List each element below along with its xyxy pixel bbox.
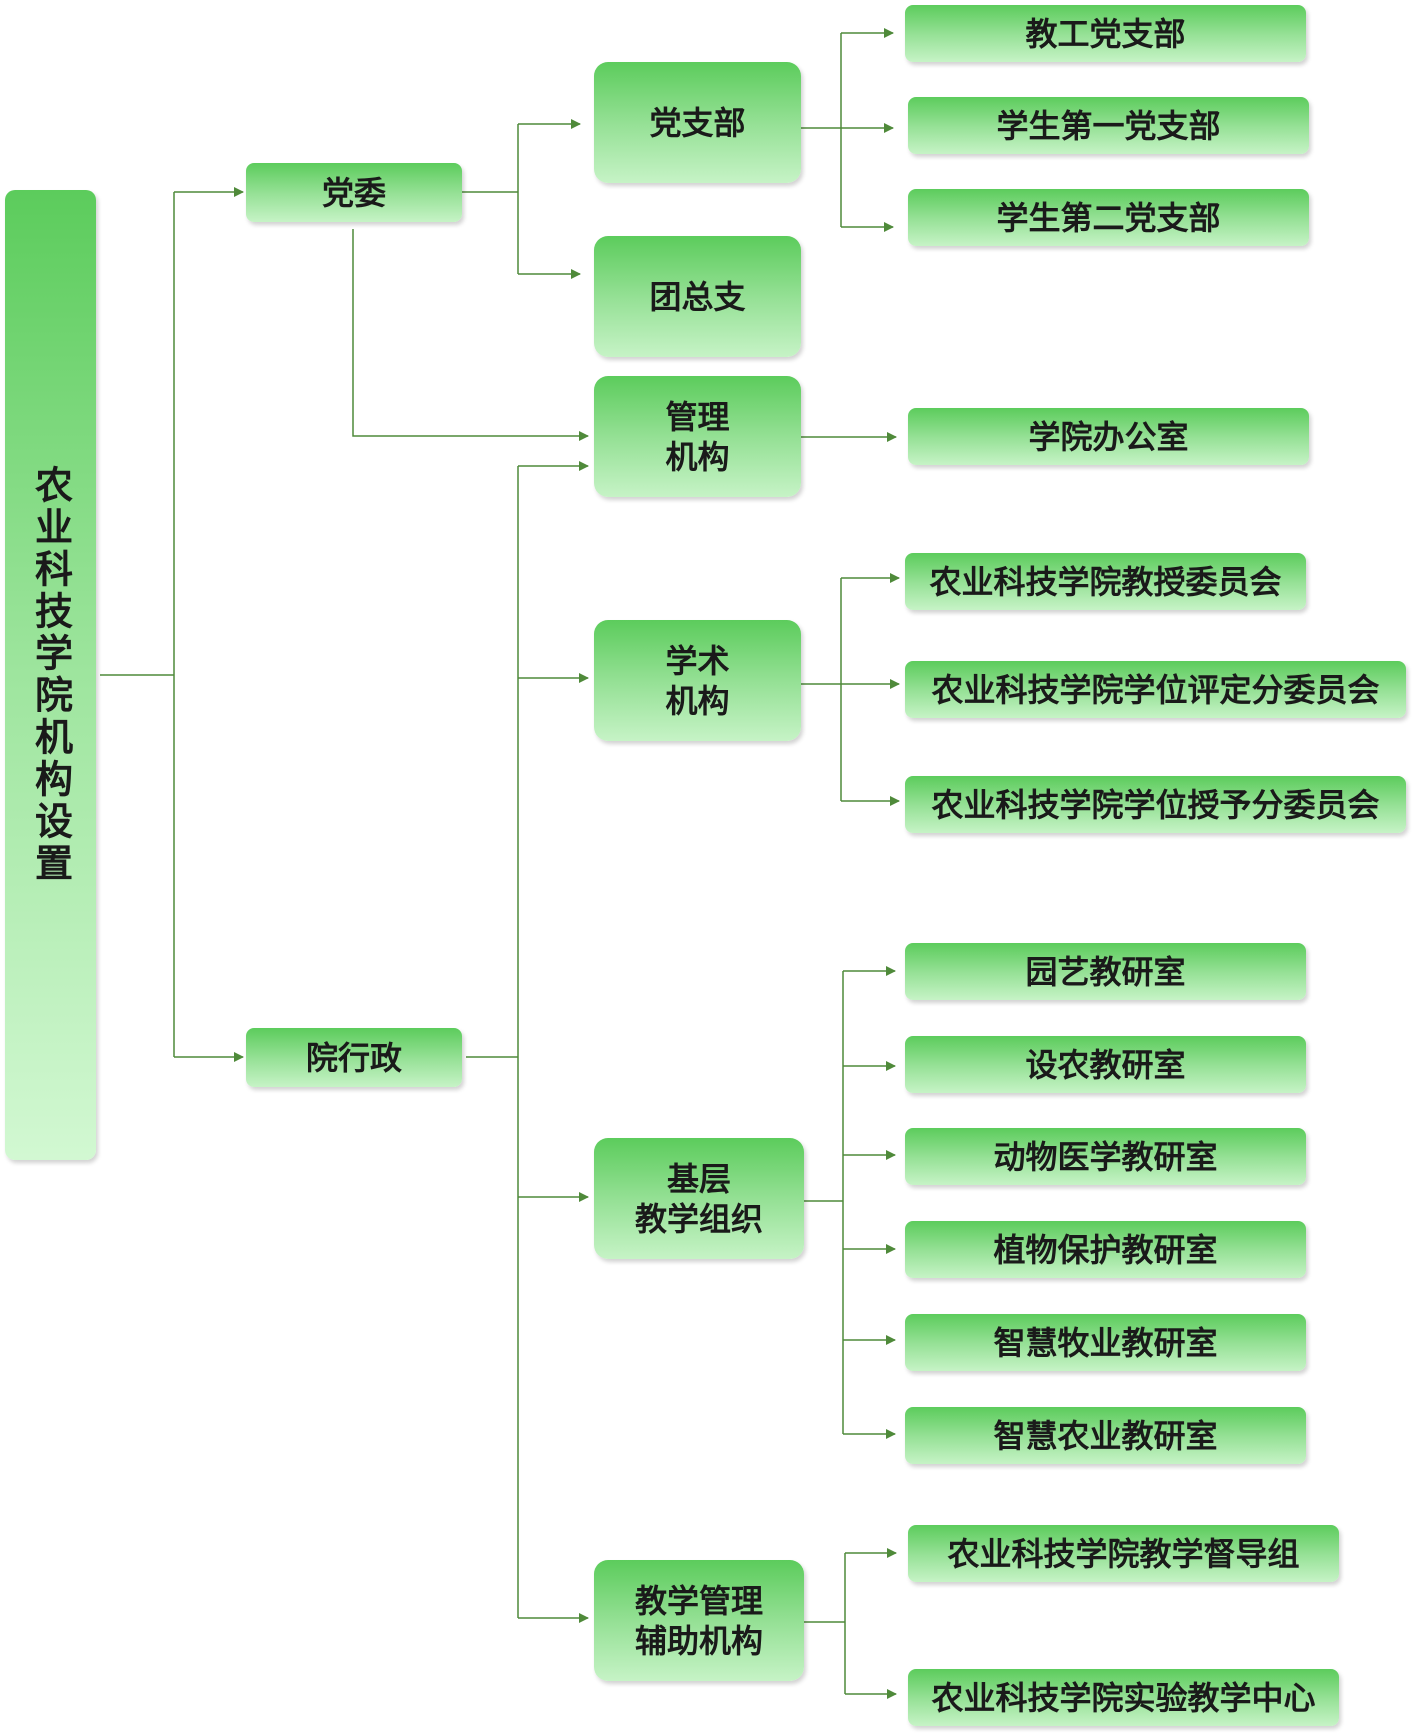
branch-child-2-label: 学生第一党支部 (996, 106, 1221, 145)
academic-child-2-label: 农业科技学院学位评定分委员会 (931, 670, 1380, 709)
teaching-child-1-label: 园艺教研室 (1025, 952, 1186, 991)
academic-box: 学术 机构 (594, 620, 801, 741)
administration-label: 院行政 (305, 1038, 402, 1077)
teaching-child-1: 园艺教研室 (905, 943, 1306, 1000)
mgmt-child-1: 学院办公室 (908, 408, 1309, 465)
aux-child-1-label: 农业科技学院教学督导组 (947, 1534, 1300, 1573)
teaching-child-6: 智慧农业教研室 (905, 1407, 1306, 1464)
teaching-child-5-label: 智慧牧业教研室 (993, 1323, 1218, 1362)
teaching-child-2-label: 设农教研室 (1025, 1045, 1186, 1084)
teaching-child-3-label: 动物医学教研室 (993, 1137, 1218, 1176)
teaching-aux-box: 教学管理 辅助机构 (594, 1560, 804, 1681)
teaching-child-6-label: 智慧农业教研室 (993, 1416, 1218, 1455)
party-branch-box: 党支部 (594, 62, 801, 183)
academic-child-2: 农业科技学院学位评定分委员会 (905, 661, 1406, 718)
aux-child-1: 农业科技学院教学督导组 (908, 1525, 1339, 1582)
party-committee-box: 党委 (246, 163, 462, 222)
branch-child-3: 学生第二党支部 (908, 189, 1309, 246)
teaching-aux-label: 教学管理 辅助机构 (634, 1581, 763, 1660)
academic-label: 学术 机构 (665, 641, 730, 720)
teaching-child-3: 动物医学教研室 (905, 1128, 1306, 1185)
youth-league-label: 团总支 (649, 277, 746, 316)
branch-child-1: 教工党支部 (905, 5, 1306, 62)
teaching-child-2: 设农教研室 (905, 1036, 1306, 1093)
root-label: 农业科技学院机构设置 (28, 465, 73, 885)
youth-league-box: 团总支 (594, 236, 801, 357)
teaching-child-5: 智慧牧业教研室 (905, 1314, 1306, 1371)
academic-child-3: 农业科技学院学位授予分委员会 (905, 776, 1406, 833)
academic-child-1-label: 农业科技学院教授委员会 (929, 562, 1282, 601)
aux-child-2: 农业科技学院实验教学中心 (908, 1669, 1339, 1726)
teaching-org-label: 基层 教学组织 (634, 1159, 763, 1238)
party-committee-label: 党委 (321, 173, 386, 212)
management-label: 管理 机构 (665, 397, 730, 476)
teaching-org-box: 基层 教学组织 (594, 1138, 804, 1259)
root-box: 农业科技学院机构设置 (5, 190, 96, 1160)
connector-party-to-mgmt (352, 229, 589, 441)
party-branch-label: 党支部 (649, 103, 746, 142)
administration-box: 院行政 (246, 1028, 462, 1087)
branch-child-2: 学生第一党支部 (908, 97, 1309, 154)
mgmt-child-1-label: 学院办公室 (1028, 417, 1189, 456)
management-box: 管理 机构 (594, 376, 801, 497)
teaching-child-4-label: 植物保护教研室 (993, 1230, 1218, 1269)
academic-child-1: 农业科技学院教授委员会 (905, 553, 1306, 610)
branch-child-3-label: 学生第二党支部 (996, 198, 1221, 237)
teaching-child-4: 植物保护教研室 (905, 1221, 1306, 1278)
branch-child-1-label: 教工党支部 (1025, 14, 1186, 53)
aux-child-2-label: 农业科技学院实验教学中心 (931, 1678, 1316, 1717)
academic-child-3-label: 农业科技学院学位授予分委员会 (931, 785, 1380, 824)
